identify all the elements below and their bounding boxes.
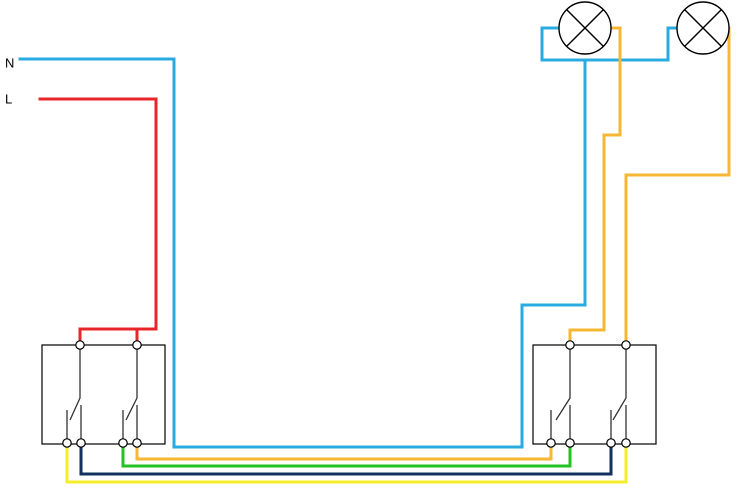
terminal-L2-top[interactable]	[132, 340, 142, 350]
neutral-supply-wire	[18, 57, 587, 449]
lamp-1-cross-2	[566, 9, 604, 47]
terminals-layer	[62, 340, 631, 448]
terminal-R1-b[interactable]	[565, 438, 575, 448]
switch-boxes-layer	[41, 340, 657, 448]
blade-L1[interactable]	[69, 345, 81, 421]
switch-box-left[interactable]	[41, 344, 166, 445]
lamp-2-cross-2	[684, 9, 722, 47]
terminal-L1-b[interactable]	[76, 438, 86, 448]
terminal-L1-top[interactable]	[75, 340, 85, 350]
lamp-2[interactable]	[676, 1, 730, 55]
blade-R1[interactable]	[555, 345, 571, 421]
blade-R2[interactable]	[612, 345, 627, 421]
terminal-R2-b[interactable]	[621, 438, 631, 448]
neutral-lamp-bus-wire	[540, 26, 561, 62]
blade-L2[interactable]	[125, 345, 138, 421]
lamp-1[interactable]	[558, 1, 612, 55]
terminal-L2-a[interactable]	[118, 438, 128, 448]
terminal-R1-top[interactable]	[565, 340, 575, 350]
amber-traveller-wire	[135, 441, 553, 461]
amber-lamp2-feed-wire	[624, 26, 731, 347]
supply-label-neutral: N	[5, 55, 14, 70]
supply-label-live: L	[5, 91, 12, 106]
terminal-R1-a[interactable]	[546, 438, 556, 448]
terminal-L1-a[interactable]	[62, 438, 72, 448]
terminal-R2-a[interactable]	[606, 438, 616, 448]
terminal-L2-b[interactable]	[132, 438, 142, 448]
live-supply-wire	[38, 97, 158, 347]
neutral-lamp2-wire	[666, 26, 679, 62]
lamps-layer	[558, 1, 730, 55]
switch-box-left-outline	[41, 344, 166, 445]
amber-lamp1-feed-wire	[568, 26, 622, 347]
yellow-traveller-wire	[65, 441, 628, 484]
green-traveller-wire	[121, 441, 572, 468]
navy-traveller-wire	[79, 441, 613, 476]
wires-layer	[18, 26, 731, 484]
supply-labels-layer: NL	[5, 55, 14, 106]
switch-box-right[interactable]	[532, 344, 657, 445]
switch-blades-layer	[66, 345, 627, 443]
switch-box-right-outline	[532, 344, 657, 445]
terminal-R2-top[interactable]	[621, 340, 631, 350]
